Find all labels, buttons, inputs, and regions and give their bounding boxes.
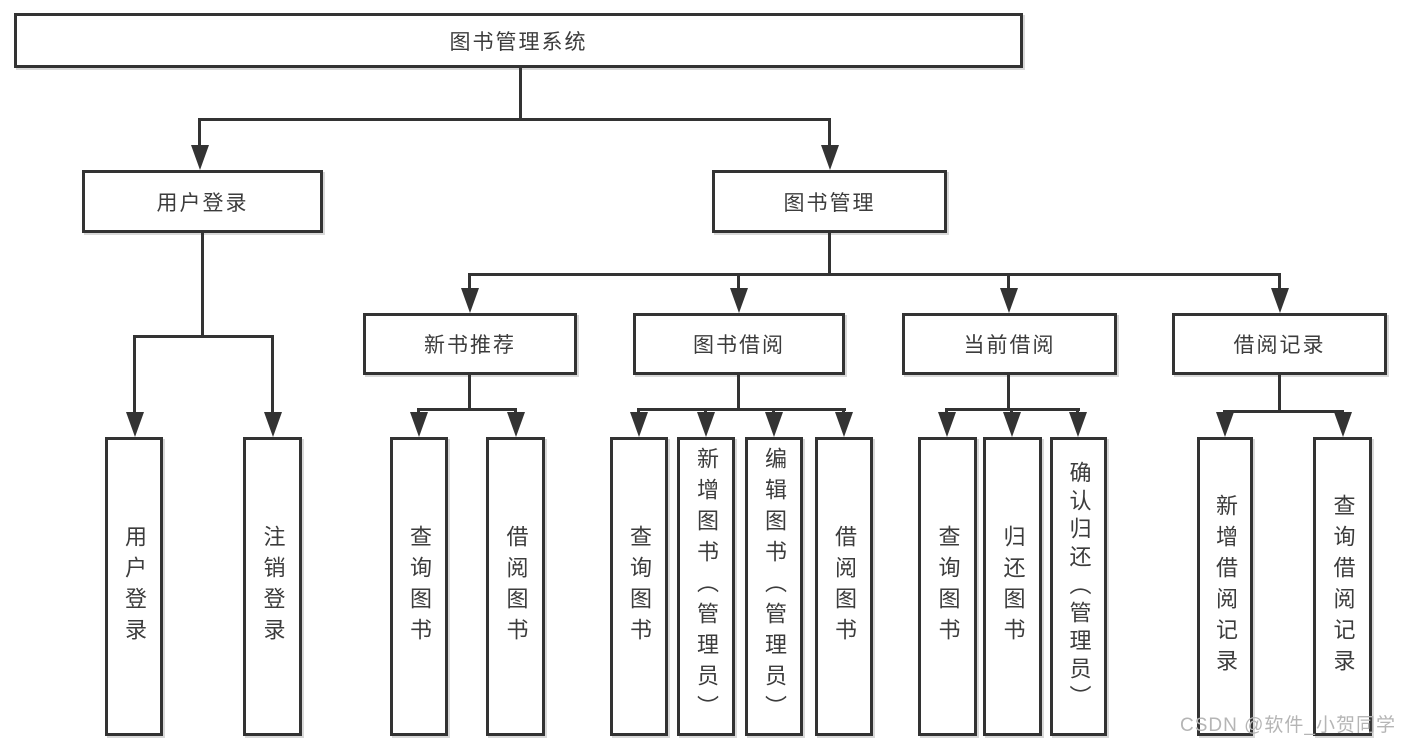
connector-line (1007, 375, 1010, 411)
node-user-login: 用户登录 (82, 170, 323, 233)
node-borrow-records: 借阅记录 (1172, 313, 1387, 375)
node-label: 归还图书 (1000, 524, 1026, 649)
node-book-borrow-label: 图书借阅 (693, 334, 785, 357)
node-leaf-query-books-3: 查询图书 (918, 437, 977, 736)
connector-line (519, 68, 522, 121)
connector-line (133, 335, 136, 415)
node-leaf-add-books-admin: 新增图书（管理员） (677, 437, 735, 736)
arrowhead-icon (835, 412, 853, 437)
arrowhead-icon (630, 412, 648, 437)
node-leaf-confirm-return-admin: 确认归还（管理员） (1050, 437, 1107, 736)
node-label: 确认归还（管理员） (1066, 460, 1092, 713)
connector-line (198, 118, 201, 146)
node-leaf-edit-books-admin: 编辑图书（管理员） (745, 437, 803, 736)
node-label: 查询图书 (935, 524, 961, 649)
node-label: 查询图书 (407, 524, 432, 649)
connector-line (737, 273, 740, 290)
arrowhead-icon (191, 145, 209, 170)
node-label: 新增图书（管理员） (694, 447, 719, 726)
node-label: 用户登录 (122, 524, 147, 649)
connector-line (1278, 375, 1281, 413)
arrowhead-icon (765, 412, 783, 437)
node-leaf-query-borrow-record: 查询借阅记录 (1313, 437, 1372, 736)
node-root-label: 图书管理系统 (449, 30, 588, 54)
connector-line (1223, 410, 1344, 413)
connector-line (1278, 273, 1281, 290)
node-leaf-add-borrow-record: 新增借阅记录 (1197, 437, 1253, 736)
arrowhead-icon (1216, 412, 1234, 437)
arrowhead-icon (126, 412, 144, 437)
node-leaf-query-books-2: 查询图书 (610, 437, 668, 736)
node-leaf-borrow-books-2: 借阅图书 (815, 437, 873, 736)
node-label: 借阅图书 (832, 524, 857, 649)
node-label: 借阅图书 (503, 524, 529, 649)
arrowhead-icon (1271, 288, 1289, 313)
node-new-book-recommend-label: 新书推荐 (424, 334, 516, 357)
arrowhead-icon (697, 412, 715, 437)
node-leaf-logout: 注销登录 (243, 437, 302, 736)
node-label: 查询借阅记录 (1330, 493, 1356, 680)
connector-line (828, 233, 831, 276)
node-label: 编辑图书（管理员） (762, 447, 787, 726)
node-root: 图书管理系统 (14, 13, 1023, 68)
node-label: 新增借阅记录 (1213, 493, 1238, 680)
connector-line (468, 273, 1281, 276)
node-leaf-query-books-1: 查询图书 (390, 437, 448, 736)
node-book-management: 图书管理 (712, 170, 947, 233)
node-borrow-records-label: 借阅记录 (1233, 334, 1326, 357)
connector-line (417, 408, 517, 411)
node-label: 查询图书 (627, 524, 652, 649)
node-label: 注销登录 (260, 524, 286, 649)
node-leaf-borrow-books-1: 借阅图书 (486, 437, 545, 736)
connector-line (201, 233, 204, 338)
node-leaf-user-login: 用户登录 (105, 437, 163, 736)
connector-line (468, 375, 471, 411)
arrowhead-icon (507, 412, 525, 437)
arrowhead-icon (1003, 412, 1021, 437)
connector-line (271, 335, 274, 415)
connector-line (133, 335, 274, 338)
connector-line (198, 118, 831, 121)
arrowhead-icon (1334, 412, 1352, 437)
arrowhead-icon (938, 412, 956, 437)
arrowhead-icon (730, 288, 748, 313)
node-user-login-label: 用户登录 (156, 191, 249, 215)
connector-line (1007, 273, 1010, 290)
csdn-watermark: CSDN @软件_小贺同学 (1180, 715, 1396, 736)
connector-line (828, 118, 831, 146)
connector-line (737, 375, 740, 411)
arrowhead-icon (821, 145, 839, 170)
node-current-borrow: 当前借阅 (902, 313, 1117, 375)
connector-line (468, 273, 471, 290)
node-book-borrow: 图书借阅 (633, 313, 845, 375)
node-new-book-recommend: 新书推荐 (363, 313, 577, 375)
arrowhead-icon (264, 412, 282, 437)
arrowhead-icon (1069, 412, 1087, 437)
node-leaf-return-books: 归还图书 (983, 437, 1042, 736)
node-book-management-label: 图书管理 (783, 191, 876, 215)
node-current-borrow-label: 当前借阅 (963, 334, 1056, 357)
arrowhead-icon (461, 288, 479, 313)
arrowhead-icon (410, 412, 428, 437)
connector-line (637, 408, 846, 411)
arrowhead-icon (1000, 288, 1018, 313)
